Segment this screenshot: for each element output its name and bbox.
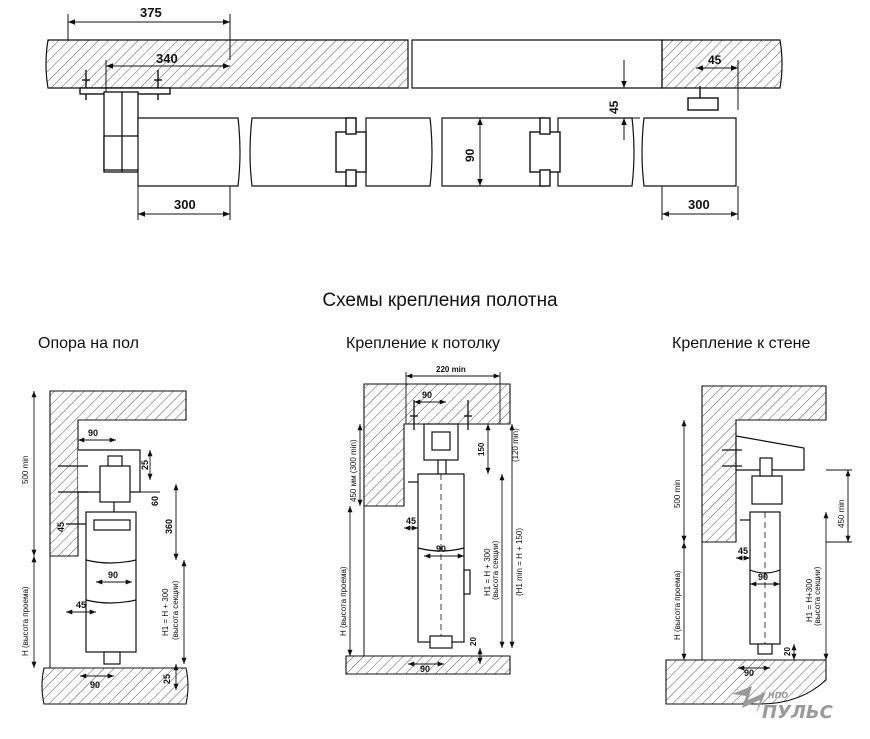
floor-scheme-bracket bbox=[58, 449, 141, 512]
floor-dim-90-top: 90 bbox=[88, 428, 98, 438]
wall-dim-90: 90 bbox=[758, 572, 768, 582]
floor-height-opening: H (высота проема) bbox=[21, 586, 30, 656]
ceiling-dim-45: 45 bbox=[406, 516, 416, 526]
plan-dim-45-top: 45 bbox=[708, 53, 722, 67]
ceiling-scheme-dimension-lines bbox=[347, 372, 515, 667]
floor-dim-90-mid: 90 bbox=[108, 570, 118, 580]
plan-wall-left bbox=[45, 39, 409, 89]
floor-dim-45: 45 bbox=[56, 522, 66, 532]
section-title: Схемы крепления полотна bbox=[322, 290, 558, 311]
plan-dim-375: 375 bbox=[140, 5, 162, 20]
plan-view: 375 340 45 45 90 300 300 bbox=[45, 5, 783, 220]
floor-dim-25-top: 25 bbox=[140, 460, 150, 470]
wall-scheme-panel bbox=[740, 511, 781, 655]
ceiling-height-opening: H (высота проема) bbox=[339, 566, 348, 636]
plan-hinges bbox=[335, 117, 561, 187]
ceiling-dim-220min: 220 min bbox=[436, 365, 466, 374]
ceiling-h1-min: (H1 min = H + 150) bbox=[515, 528, 524, 596]
scheme-ceiling-caption: Крепление к потолку bbox=[346, 335, 500, 352]
wall-dim-45: 45 bbox=[738, 546, 748, 556]
ceiling-dim-90-mid: 90 bbox=[436, 544, 446, 554]
floor-dim-90-bottom: 90 bbox=[90, 680, 100, 690]
wall-dim-20: 20 bbox=[783, 647, 792, 656]
floor-dim-25-bottom: 25 bbox=[162, 674, 172, 684]
wall-h1-line2: (высота секции) bbox=[813, 566, 822, 626]
wall-h1-line1: H1 = H+300 bbox=[805, 578, 814, 622]
ceiling-dim-120min: (120 min) bbox=[511, 428, 520, 462]
wall-scheme-bracket bbox=[722, 435, 805, 505]
scheme-floor-caption: Опора на пол bbox=[38, 335, 139, 352]
plan-dim-340: 340 bbox=[156, 51, 178, 66]
ceiling-dim-20: 20 bbox=[469, 637, 478, 646]
wall-dim-450min: 450 min bbox=[837, 500, 846, 528]
logo-small-text: НПО bbox=[768, 691, 788, 700]
ceiling-h1-line1: H1 = H + 300 bbox=[483, 548, 492, 596]
floor-height-500min: 500 min bbox=[21, 456, 30, 484]
company-logo: НПО ПУЛЬС bbox=[732, 686, 834, 723]
ceiling-dim-150: 150 bbox=[477, 442, 486, 456]
ceiling-dim-450: 450 мм (300 min) bbox=[349, 439, 358, 502]
plan-dimension-lines bbox=[67, 14, 739, 220]
floor-h1-line2: (высота секции) bbox=[171, 580, 180, 640]
scheme-wall: Крепление к стене bbox=[665, 335, 852, 705]
plan-dim-90: 90 bbox=[463, 148, 477, 162]
plan-panels bbox=[137, 117, 737, 187]
plan-dim-300-left: 300 bbox=[174, 197, 196, 212]
plan-wall-right bbox=[661, 39, 783, 89]
ceiling-h1-line2: (высота секции) bbox=[491, 540, 500, 600]
floor-scheme-floor bbox=[41, 667, 189, 705]
ceiling-dim-90-top: 90 bbox=[422, 390, 432, 400]
logo-big-text: ПУЛЬС bbox=[762, 702, 834, 723]
plan-dim-300-right: 300 bbox=[688, 197, 710, 212]
floor-scheme-dimension-lines bbox=[31, 391, 187, 690]
floor-dim-60: 60 bbox=[150, 496, 160, 506]
plan-dim-45-vertical: 45 bbox=[607, 100, 621, 114]
wall-height-opening: H (высота проема) bbox=[673, 570, 682, 640]
wall-dim-90-bottom: 90 bbox=[744, 668, 754, 678]
scheme-wall-caption: Крепление к стене bbox=[672, 335, 810, 352]
plan-end-bracket-left bbox=[103, 91, 169, 173]
wall-scheme-dimension-lines bbox=[681, 420, 852, 671]
floor-dim-360: 360 bbox=[164, 519, 174, 534]
ceiling-scheme-anchor-bolts bbox=[410, 400, 472, 430]
ceiling-scheme-carriage bbox=[423, 423, 459, 475]
floor-h1-line1: H1 = H + 300 bbox=[161, 588, 170, 636]
wall-height-500min: 500 min bbox=[673, 480, 682, 508]
plan-end-bracket-right bbox=[687, 86, 719, 111]
logo-mark-icon bbox=[732, 686, 766, 714]
scheme-ceiling: Крепление к потолку bbox=[339, 335, 524, 675]
ceiling-scheme-panel bbox=[408, 473, 471, 649]
scheme-floor: Опора на пол bbox=[21, 335, 189, 705]
floor-dim-45-low: 45 bbox=[76, 600, 86, 610]
ceiling-dim-90-bottom: 90 bbox=[420, 664, 430, 674]
